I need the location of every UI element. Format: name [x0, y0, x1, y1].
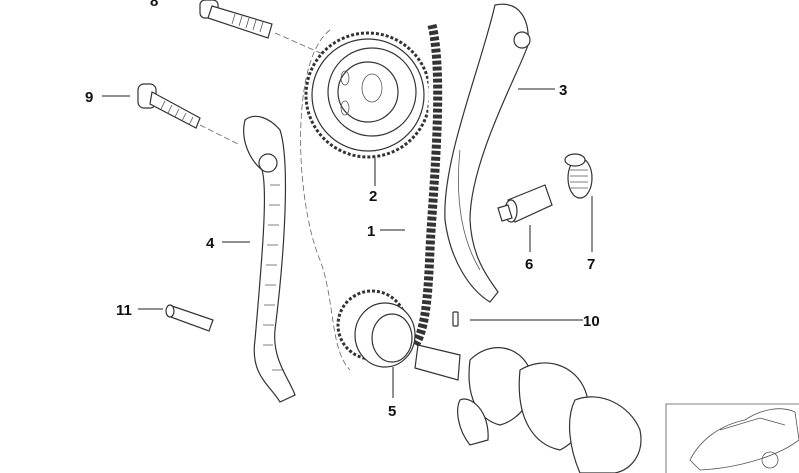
bolt-8[interactable]	[199, 0, 273, 39]
bolt-9-axis	[199, 124, 241, 146]
leader-lines	[102, 88, 593, 398]
callout-8[interactable]: 8	[150, 0, 158, 10]
callout-7[interactable]: 7	[587, 256, 595, 273]
callout-11[interactable]: 11	[116, 302, 132, 319]
callout-9[interactable]: 9	[85, 89, 93, 106]
callout-1[interactable]: 1	[367, 223, 375, 240]
bolt-8-axis	[274, 32, 326, 56]
callout-6[interactable]: 6	[525, 256, 533, 273]
vehicle-thumbnail	[665, 403, 799, 473]
crankshaft	[414, 344, 642, 473]
callout-3[interactable]: 3	[559, 82, 567, 99]
screw-plug[interactable]	[564, 153, 593, 199]
timing-chain[interactable]	[404, 23, 443, 348]
chain-tensioner[interactable]	[497, 184, 553, 223]
bolt-9[interactable]	[137, 83, 201, 129]
crankshaft-sprocket[interactable]	[336, 289, 416, 368]
callout-10[interactable]: 10	[583, 313, 600, 330]
camshaft-sprocket[interactable]	[304, 31, 432, 159]
callout-4[interactable]: 4	[206, 235, 215, 252]
pin-11[interactable]	[165, 304, 214, 332]
callout-2[interactable]: 2	[369, 188, 377, 205]
dowel-pin-10[interactable]	[452, 311, 459, 327]
chain-routing-outline	[300, 29, 351, 371]
guide-rail[interactable]	[243, 115, 296, 403]
callout-5[interactable]: 5	[388, 403, 396, 420]
tensioner-rail[interactable]	[444, 3, 531, 303]
